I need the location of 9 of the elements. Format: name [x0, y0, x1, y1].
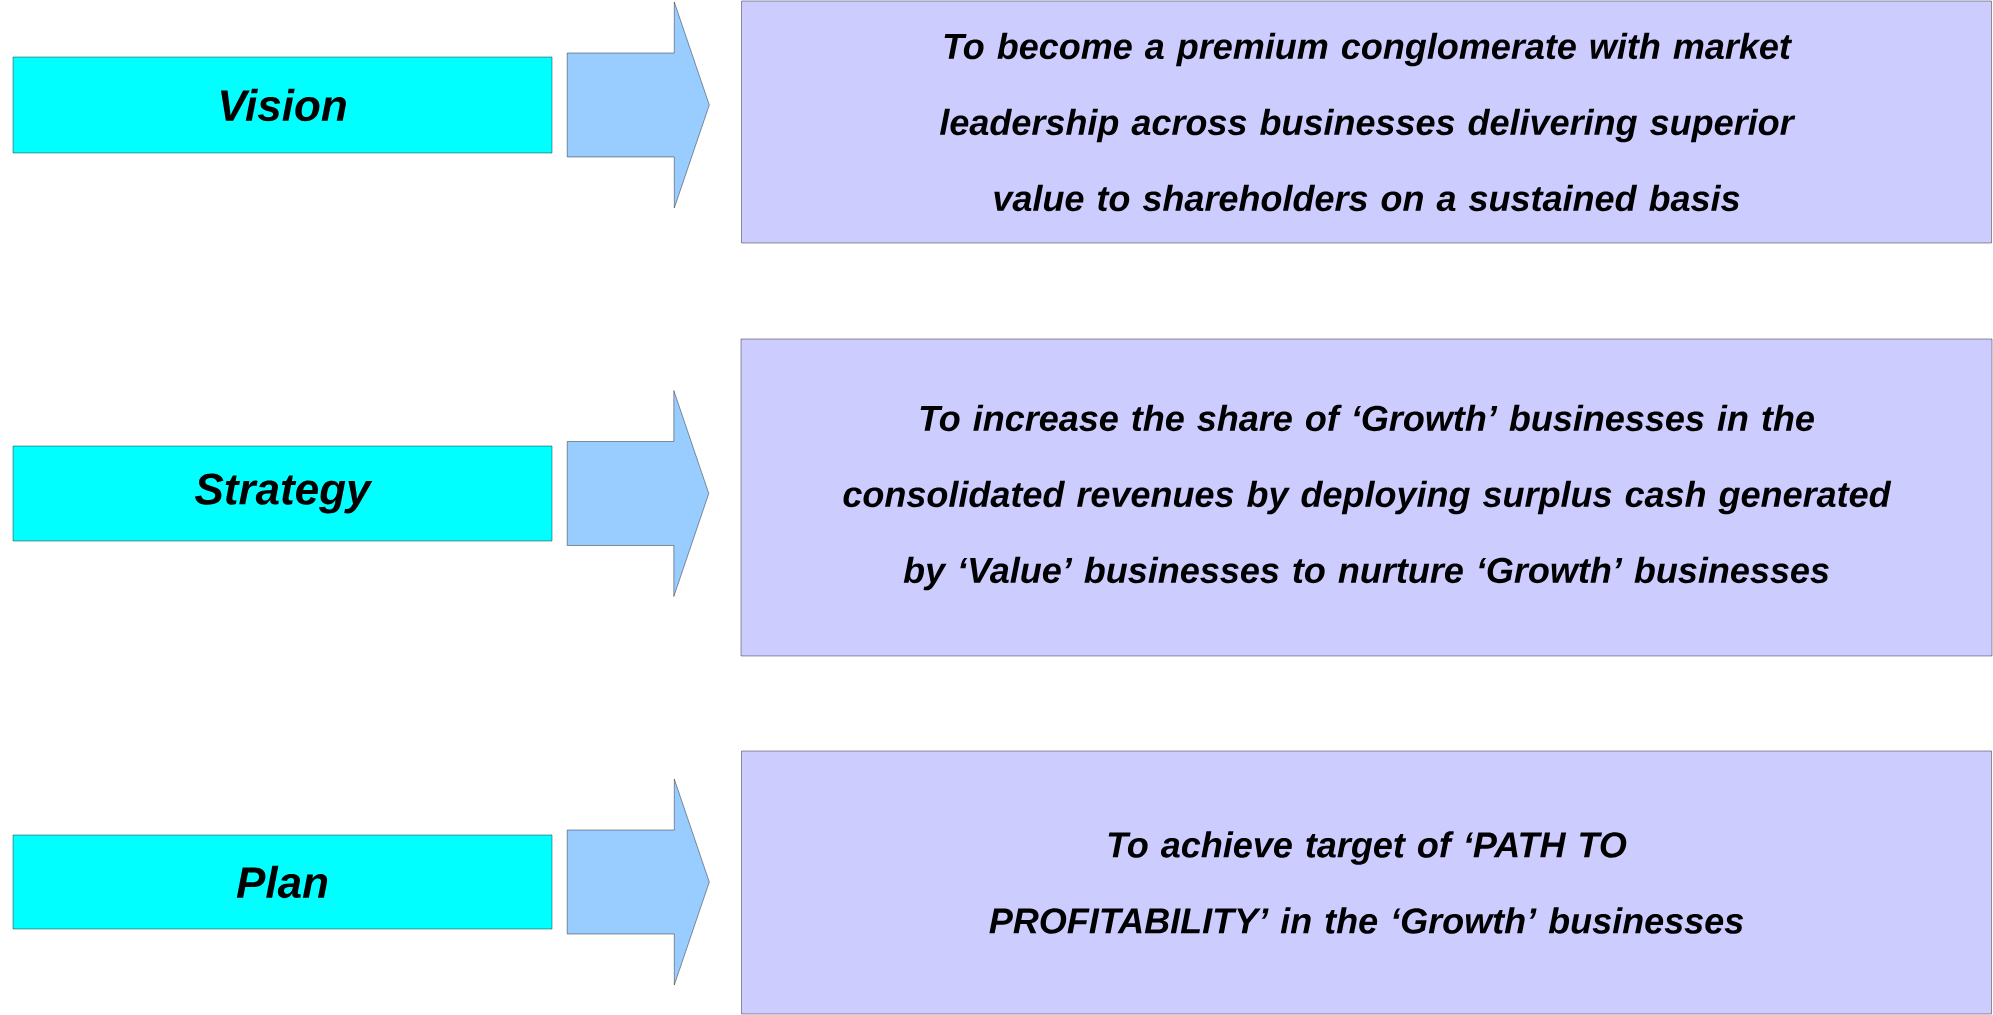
- statement-box: To become a premium conglomerate with market leadership across businesses delivering superior value to shareholders on a sustained basis: [741, 0, 1992, 244]
- block-arrow: [567, 778, 710, 986]
- block-arrow: [567, 390, 709, 597]
- label-box: Plan: [12, 834, 553, 930]
- label-box: Strategy: [12, 445, 553, 542]
- statement-box: To increase the share of ‘Growth’ businesses in the consolidated revenues by deploying surplus cash generated by ‘Value’ businesses to nurture ‘Growth’ businesses: [740, 338, 1993, 657]
- block-arrow: [567, 1, 710, 209]
- label-box: Vision: [12, 56, 553, 154]
- statement-box: To achieve target of ‘PATH TO PROFITABILITY’ in the ‘Growth’ businesses: [741, 750, 1992, 1015]
